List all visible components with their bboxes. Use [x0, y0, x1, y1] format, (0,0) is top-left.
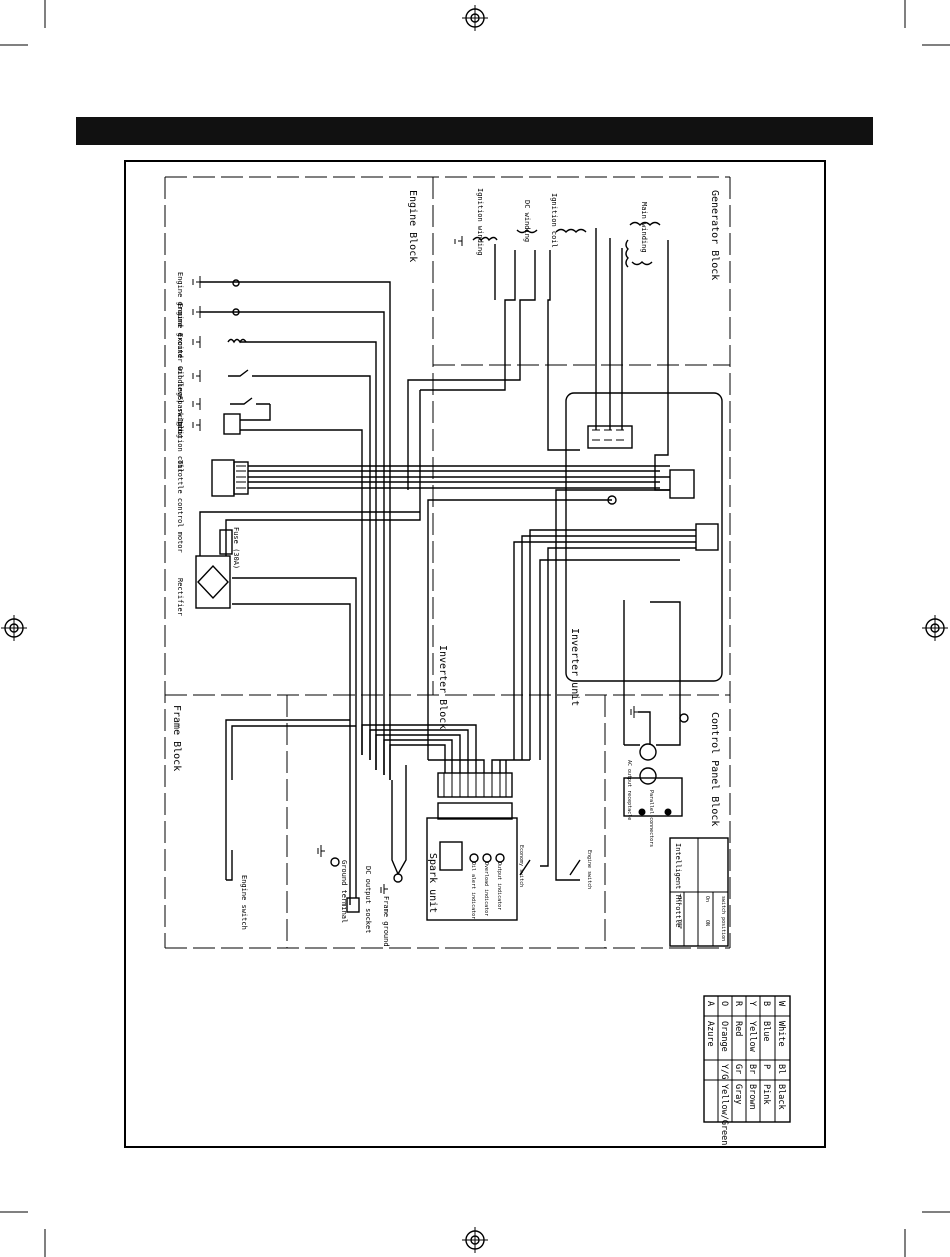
frame-ground-label: Frame ground	[382, 896, 390, 947]
engine-ground-label-2: Engine ground	[176, 303, 184, 358]
exciter-winding-label: Exciter winding	[176, 333, 184, 396]
parallel-connectors-label: Parallel connectors	[648, 790, 654, 847]
fuse-label: Fuse (30A)	[232, 527, 240, 569]
color-yellow-green: Yellow/Green	[719, 1084, 729, 1145]
frame-block-title: Frame Block	[171, 705, 182, 771]
code-b: B	[761, 1001, 771, 1006]
block-boundaries	[164, 176, 731, 949]
ignition-coil-label: Ignition coil	[176, 418, 184, 473]
engine-switch-frame-label: Engine switch	[240, 875, 248, 930]
color-yellow: Yellow	[747, 1021, 757, 1053]
color-black: Black	[776, 1084, 786, 1110]
throttle-table-title: Intelligent Throttle	[674, 843, 682, 927]
overload-indicator-label: Overload indicator	[483, 862, 489, 916]
oil-alert-indicator-label: Oil alert indicator	[470, 862, 476, 919]
inverter-block-title: Inverter Block	[437, 645, 448, 729]
throttle-row-on-b: ON	[704, 920, 710, 926]
oil-level-switch-label: Oil level switch	[176, 366, 184, 433]
code-o: O	[719, 1001, 729, 1006]
throttle-row-off-a: Off	[676, 896, 682, 905]
engine-ground-label-1: Engine ground	[176, 272, 184, 327]
control-panel-block-title: Control Panel Block	[709, 712, 720, 826]
ground-terminal-frame-label: Ground terminal	[340, 860, 348, 923]
code-w: W	[776, 1001, 786, 1007]
engine-switch-cp-label: Engine switch	[586, 850, 592, 889]
engine-block-title: Engine Block	[407, 190, 418, 262]
color-red: Red	[733, 1021, 743, 1036]
ignition-winding-label: Ignition winding	[476, 188, 484, 255]
main-winding-label: Main winding	[640, 202, 648, 253]
frame-wiring	[225, 719, 407, 913]
throttle-table-header: switch position	[720, 896, 726, 941]
code-gr: Gr	[733, 1064, 743, 1074]
code-yg: Y/G	[719, 1064, 729, 1079]
registration-mark-right	[922, 615, 948, 641]
code-a: A	[705, 1001, 715, 1006]
color-blue: Blue	[761, 1021, 771, 1041]
inverter-unit	[427, 392, 723, 765]
engine-components	[192, 276, 670, 780]
code-y: Y	[747, 1001, 757, 1006]
spark-unit-title: Spark unit	[427, 853, 438, 913]
color-code-legend	[703, 995, 791, 1123]
dc-winding-label: DC winding	[523, 200, 531, 242]
main-connector	[361, 724, 530, 921]
code-br: Br	[747, 1064, 757, 1074]
registration-mark-top	[462, 5, 488, 31]
color-gray: Gray	[733, 1084, 743, 1104]
output-indicator-label: Output indicator	[496, 862, 502, 910]
registration-mark-left	[1, 615, 27, 641]
control-panel-wiring	[519, 706, 689, 881]
header-bar	[76, 117, 873, 145]
color-white: White	[776, 1021, 786, 1047]
throttle-table	[669, 837, 729, 947]
color-brown: Brown	[747, 1084, 757, 1110]
economy-switch-label: Economy switch	[518, 845, 524, 887]
throttle-row-off-b: OFF	[676, 920, 682, 929]
throttle-motor-label: Throttle control motor	[176, 460, 184, 553]
inverter-unit-title: Inverter unit	[569, 628, 580, 706]
code-p: P	[761, 1064, 771, 1069]
diagram-frame	[124, 160, 826, 1148]
color-pink: Pink	[761, 1084, 771, 1104]
throttle-row-on-a: On	[704, 896, 710, 902]
generator-windings	[407, 221, 670, 491]
generator-block-title: Generator Block	[709, 190, 720, 280]
code-r: R	[733, 1001, 743, 1007]
registration-mark-bottom	[462, 1227, 488, 1253]
code-bl: Bl	[776, 1064, 786, 1074]
dc-output-socket-label: DC output socket	[364, 866, 372, 933]
color-azure: Azure	[705, 1021, 715, 1047]
ignition-coil-gen-label: Ignition coil	[550, 193, 558, 248]
spark-plug-label: Spark plug	[176, 396, 184, 438]
rectifier-label: Rectifier	[176, 578, 184, 616]
color-orange: Orange	[719, 1021, 729, 1052]
ac-receptacle-label: AC output receptacle	[626, 760, 632, 820]
